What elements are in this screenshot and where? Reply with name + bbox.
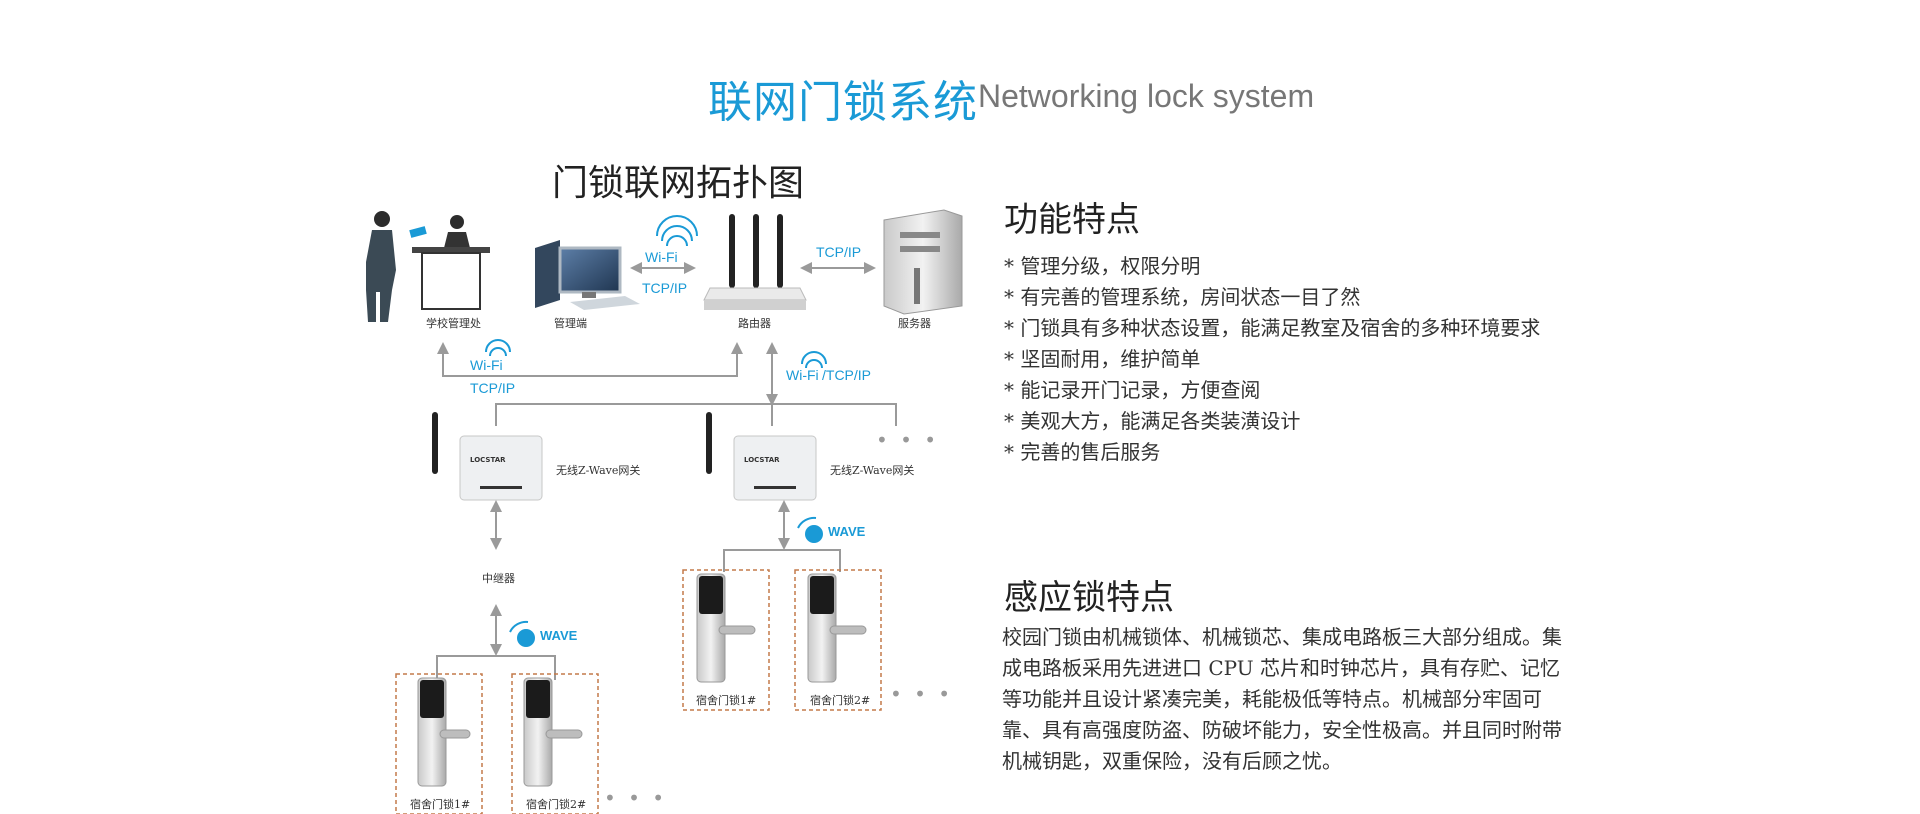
lock-right-1-label: 宿舍门锁1#	[696, 694, 757, 707]
page-title-en: Networking lock system	[978, 78, 1315, 114]
tcpip-label-bus: TCP/IP	[470, 380, 516, 396]
repeater-label: 中继器	[482, 572, 515, 585]
more-locks-left-dots: • • •	[604, 786, 668, 810]
wifi-label-bus: Wi-Fi	[470, 357, 503, 373]
page-title-cn: 联网门锁系统	[708, 77, 978, 128]
wifi-label-router: Wi-Fi	[786, 367, 819, 383]
feature-item: * 管理分级，权限分明	[1004, 254, 1201, 278]
more-locks-right-dots: • • •	[890, 682, 954, 706]
gateway-1-brand: LOCSTAR	[470, 456, 506, 464]
gateway-2-icon	[706, 412, 817, 501]
more-gateways-dots: • • •	[876, 428, 940, 452]
school-office-label: 学校管理处	[426, 317, 481, 330]
lock-frames	[395, 569, 882, 814]
lock-left-2-label: 宿舍门锁2#	[526, 798, 587, 811]
tcpip-label-router: /TCP/IP	[822, 367, 872, 383]
gateway-1-icon	[432, 412, 543, 501]
gateway-2-brand: LOCSTAR	[744, 456, 780, 464]
lock-right-2-label: 宿舍门锁2#	[810, 694, 871, 707]
server-label: 服务器	[898, 317, 931, 330]
school-office-icon	[366, 211, 490, 322]
server-icon	[883, 209, 963, 315]
feature-item: * 坚固耐用，维护简单	[1004, 347, 1201, 371]
feature-item: * 能记录开门记录，方便查阅	[1004, 378, 1261, 402]
admin-pc-icon	[535, 240, 640, 310]
zwave-label-left: WAVE	[540, 628, 578, 643]
tcpip-label-admin: TCP/IP	[642, 280, 688, 296]
wifi-label-top: Wi-Fi	[645, 249, 678, 265]
zwave-label-right: WAVE	[828, 524, 866, 539]
gateway-2-label: 无线Z-Wave网关	[830, 464, 915, 477]
router-label: 路由器	[738, 317, 771, 330]
tcpip-label-server: TCP/IP	[816, 244, 862, 260]
gateway-1-label: 无线Z-Wave网关	[556, 464, 641, 477]
feature-item: * 美观大方，能满足各类装潢设计	[1004, 409, 1301, 433]
feature-item: * 完善的售后服务	[1004, 440, 1161, 464]
feature-item: * 门锁具有多种状态设置，能满足教室及宿舍的多种环境要求	[1004, 316, 1541, 340]
sensor-lock-paragraph: 校园门锁由机械锁体、机械锁芯、集成电路板三大部分组成。集成电路板采用先进进口 C…	[1002, 625, 1562, 773]
diagram-title: 门锁联网拓扑图	[552, 163, 805, 204]
feature-item: * 有完善的管理系统，房间状态一目了然	[1004, 285, 1361, 309]
admin-label: 管理端	[554, 317, 587, 330]
router-icon	[703, 214, 807, 310]
sensor-lock-title: 感应锁特点	[1004, 578, 1174, 618]
features-title: 功能特点	[1004, 200, 1140, 240]
zwave-logo-icons	[509, 516, 823, 647]
door-lock-icons	[417, 573, 867, 787]
lock-left-1-label: 宿舍门锁1#	[410, 798, 471, 811]
